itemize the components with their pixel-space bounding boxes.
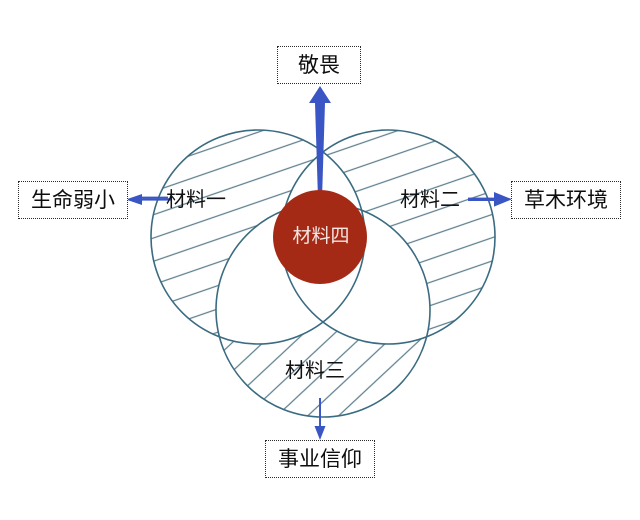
region-label-material-two: 材料二 — [400, 187, 460, 211]
arrow-left — [126, 194, 172, 205]
circle-material-four — [273, 190, 367, 284]
region-label-material-three: 材料三 — [285, 358, 345, 382]
callout-box-top: 敬畏 — [277, 46, 361, 84]
arrow-right — [468, 192, 512, 207]
callout-box-bottom: 事业信仰 — [265, 440, 375, 478]
region-label-material-one: 材料一 — [166, 187, 226, 211]
region-label-material-four: 材料四 — [292, 225, 350, 247]
callout-box-left: 生命弱小 — [18, 181, 128, 219]
callout-box-right: 草木环境 — [511, 181, 621, 219]
arrow-up — [309, 86, 331, 215]
arrow-down — [314, 398, 326, 440]
